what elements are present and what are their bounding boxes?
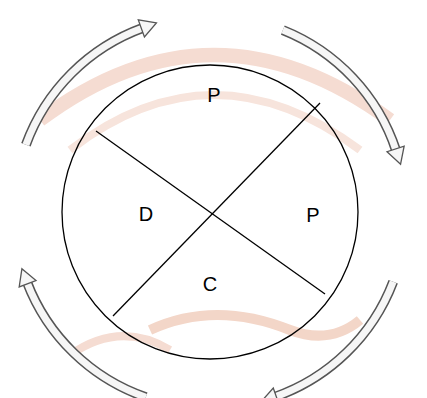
circle-outline	[62, 65, 358, 359]
arrow-outline	[283, 30, 396, 151]
arrow-body	[26, 28, 143, 145]
arrow-head	[261, 388, 279, 398]
quadrant-label-box: D	[135, 201, 157, 227]
cycle-arrow	[283, 30, 404, 164]
quadrant-label-box: C	[199, 271, 221, 297]
quadrant-label-box: P	[302, 202, 323, 228]
quadrant-letter: D	[139, 203, 153, 225]
quadrant-letter: P	[207, 84, 220, 106]
arrow-outline	[27, 282, 146, 397]
arrow-head	[387, 146, 404, 164]
divider-line	[113, 103, 320, 316]
arrow-head	[19, 269, 36, 287]
arrow-outline	[26, 28, 143, 145]
arrow-head	[138, 20, 156, 37]
quadrant-letter: C	[203, 273, 217, 295]
quadrant-label-box: P	[203, 82, 224, 108]
cycle-arrow	[26, 20, 156, 145]
arrow-body	[283, 30, 396, 151]
divider-line	[96, 131, 325, 294]
arrow-outline	[274, 282, 393, 397]
arrow-body	[27, 282, 146, 397]
cycle-arrow	[261, 282, 393, 398]
watermark-ornament	[150, 315, 360, 336]
cycle-arrow	[19, 269, 146, 397]
quadrant-letter: P	[306, 204, 319, 226]
watermark-ornament	[70, 336, 170, 355]
arrow-body	[274, 282, 393, 397]
